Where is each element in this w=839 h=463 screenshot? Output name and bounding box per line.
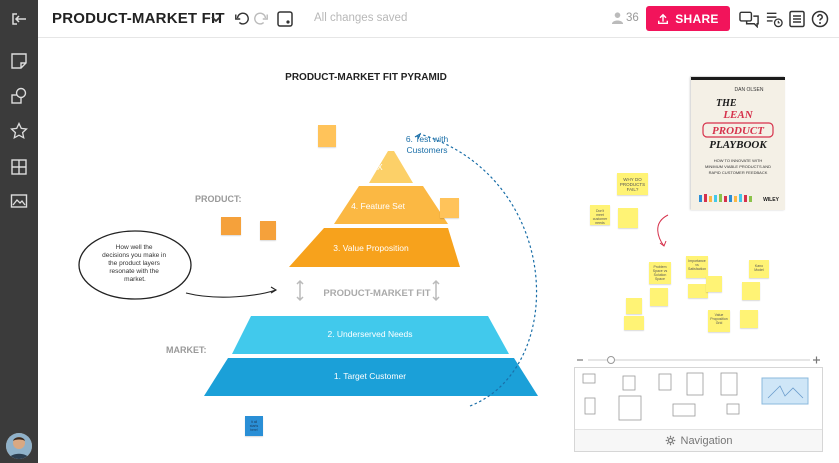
sticky-small-7[interactable] [624,316,644,330]
book-author: DAN OLSEN [735,87,764,93]
target-layer [204,358,538,396]
board-list-icon[interactable] [788,10,806,28]
grid-icon[interactable] [8,156,30,178]
sticky-blue[interactable]: It all starts here! [245,416,263,436]
ux-layer [369,151,413,183]
test-customers-arc [419,133,538,407]
sticky-small-3[interactable] [626,298,642,314]
underserved-label: 2. Underserved Needs [327,329,412,339]
book-subtitle-1: HOW TO INNOVATE WITH [714,158,763,163]
comments-icon[interactable] [738,10,760,28]
sticky-small-2[interactable] [650,288,668,306]
gear-icon [665,435,675,446]
left-toolbar [0,0,38,463]
sticky-small-4[interactable] [688,284,708,298]
sticky-small-5[interactable] [706,276,722,292]
book-title-1: THE [716,98,737,109]
pmf-label: PRODUCT-MARKET FIT [323,288,430,299]
navigation-footer[interactable]: Navigation [575,429,822,451]
value-prop-layer [289,228,460,267]
bubble-arrowhead [270,286,278,294]
ux-label: 5. UX [361,162,383,172]
board-title[interactable]: PRODUCT-MARKET FIT [52,10,225,27]
star-icon[interactable] [8,120,30,142]
test-label-1: 6. Test with [406,134,449,144]
product-label: PRODUCT: [195,194,242,204]
save-status: All changes saved [314,12,408,24]
navigation-panel[interactable]: Navigation [574,367,823,452]
activity-icon[interactable] [764,10,784,28]
sticky-dont-meet[interactable]: Don't meet customer needs [590,205,610,225]
frame-mode-icon[interactable] [276,10,294,28]
top-bar: PRODUCT-MARKET FIT All changes saved 36 … [38,0,839,38]
help-icon[interactable] [811,10,829,28]
arc-arrowhead [414,132,422,140]
share-label: SHARE [675,11,719,26]
board-canvas[interactable]: PRODUCT-MARKET FIT PYRAMID [38,38,839,463]
sticky-small-8[interactable] [740,310,758,328]
book-arrow [657,214,669,247]
sticky-problem-space[interactable]: Problem Space vs Solution Space [649,262,671,284]
test-label-2: Customers [406,145,447,155]
sticky-note-product-2[interactable] [260,221,276,240]
feature-set-layer [334,186,448,224]
exit-board-icon[interactable] [8,8,30,30]
book-title-3: PRODUCT [712,125,765,137]
feature-set-label: 4. Feature Set [351,201,406,211]
sticky-why-fail[interactable]: WHY DO PRODUCTS FAIL? [617,173,648,195]
sticky-kano[interactable]: Kano Model [749,260,769,278]
minimap[interactable] [575,368,822,430]
online-users[interactable]: 36 [611,11,639,24]
shapes-icon[interactable] [8,85,30,107]
redo-icon[interactable] [252,10,270,28]
sticky-small-6[interactable] [742,282,760,300]
market-label: MARKET: [166,345,207,355]
zoom-slider-handle [607,356,615,364]
bubble-connector [185,289,277,298]
book-subtitle-2: MINIMUM VIABLE PRODUCTS AND [705,164,771,169]
sticky-note-product-1[interactable] [221,217,241,235]
book-color-bars [699,194,752,202]
zoom-slider[interactable] [574,353,823,365]
speech-bubble [78,230,192,300]
user-avatar[interactable] [6,433,32,459]
pmf-arrow-right [432,279,440,302]
sticky-note-icon[interactable] [8,50,30,72]
pyramid-diagram: PRODUCT-MARKET FIT PYRAMID [285,72,447,83]
sticky-small-1[interactable] [618,208,638,228]
bubble-text: How well the decisions you make in the p… [102,244,168,283]
chevron-down-icon[interactable] [210,13,222,25]
book-cover-art: DAN OLSEN THE LEAN PRODUCT PLAYBOOK HOW … [691,77,785,210]
image-icon[interactable] [8,190,30,212]
upload-icon [658,13,669,24]
diagram-heading: PRODUCT-MARKET FIT PYRAMID [285,72,447,83]
sticky-note-feature[interactable] [440,198,459,218]
target-label: 1. Target Customer [334,371,406,381]
sticky-importance[interactable]: Importance vs Satisfaction [686,256,708,278]
book-cover-image[interactable]: DAN OLSEN THE LEAN PRODUCT PLAYBOOK HOW … [690,76,785,210]
underserved-layer [232,316,509,354]
book-arrowhead [659,240,667,247]
pmf-arrow-left [296,279,304,302]
sticky-value-prop-grid[interactable]: Value Proposition Grid [708,310,730,332]
undo-icon[interactable] [233,10,251,28]
user-count: 36 [626,11,639,24]
user-icon [611,12,624,24]
navigation-label: Navigation [680,434,733,447]
zoom-in-icon [813,356,820,364]
share-button[interactable]: SHARE [646,6,730,31]
value-prop-label: 3. Value Proposition [333,243,409,253]
minimap-viewport [761,377,809,405]
book-publisher: WILEY [763,197,779,203]
pmf-pyramid: 5. UX 4. Feature Set 3. Value Propositio… [78,132,669,407]
sticky-note-ux[interactable] [318,125,336,147]
book-title-4: PLAYBOOK [709,139,767,151]
book-title-2: LEAN [722,109,753,121]
book-subtitle-3: RAPID CUSTOMER FEEDBACK [709,170,768,175]
